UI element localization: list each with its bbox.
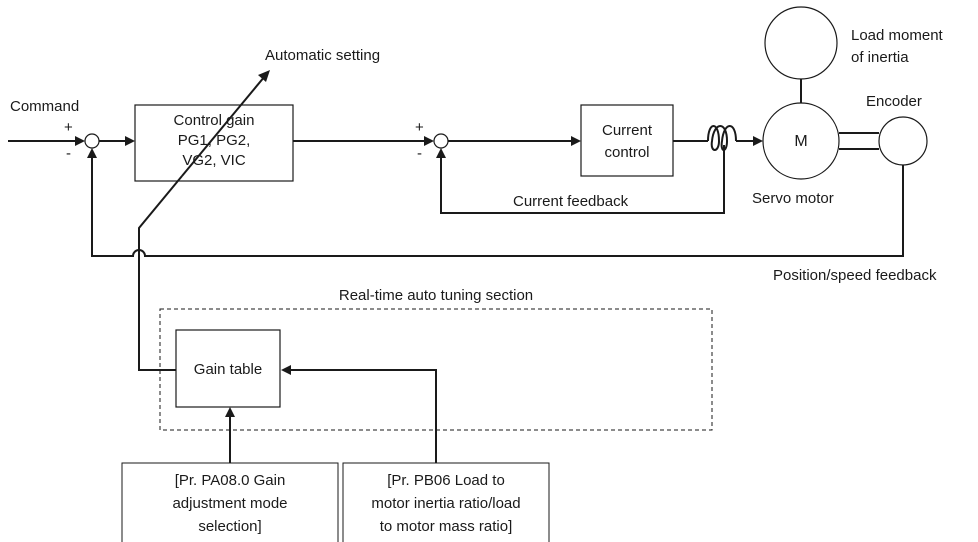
automatic-setting-label: Automatic setting bbox=[265, 47, 380, 64]
summer2-minus-sign: - bbox=[417, 145, 422, 162]
current-control-line-1: Current bbox=[602, 122, 653, 139]
encoder-label: Encoder bbox=[866, 93, 922, 110]
current-feedback-arrowhead bbox=[436, 148, 446, 158]
control-gain-line-1: Control gain bbox=[174, 112, 255, 129]
position-feedback-arrowhead bbox=[87, 148, 97, 158]
motor-letter: M bbox=[794, 133, 807, 150]
position-speed-feedback-label: Position/speed feedback bbox=[773, 267, 937, 284]
param-pb06-line-2: motor inertia ratio/load bbox=[371, 495, 520, 512]
gain-table-block bbox=[175, 329, 281, 408]
gain-table-label: Gain table bbox=[194, 361, 262, 378]
current-sensor-coil-icon bbox=[707, 125, 737, 151]
summer1-minus-sign: - bbox=[66, 145, 71, 162]
param-pa08-line-3: selection] bbox=[198, 518, 261, 535]
servo-motor-label: Servo motor bbox=[752, 190, 834, 207]
load-inertia-line-1: Load moment bbox=[851, 27, 944, 44]
param-pb06-line-1: [Pr. PB06 Load to bbox=[387, 472, 505, 489]
realtime-tuning-section-label: Real-time auto tuning section bbox=[339, 287, 533, 304]
summer1-plus-sign: + bbox=[64, 119, 73, 136]
control-gain-line-3: VG2, VIC bbox=[182, 152, 246, 169]
gain-table-to-control-gain-line bbox=[138, 175, 183, 371]
summer1-to-gain-arrow bbox=[99, 136, 135, 146]
command-arrow bbox=[8, 136, 85, 146]
current-control-block bbox=[580, 104, 674, 177]
load-inertia-line-2: of inertia bbox=[851, 49, 909, 66]
summing-junction-2 bbox=[433, 133, 449, 149]
automatic-setting-arrow bbox=[181, 70, 270, 177]
pa08-to-gain-table-arrow bbox=[225, 407, 235, 463]
control-gain-line-2: PG1, PG2, bbox=[178, 132, 251, 149]
param-pa08-line-2: adjustment mode bbox=[172, 495, 287, 512]
param-pa08-box bbox=[121, 462, 339, 542]
pb06-to-gain-table-arrow bbox=[281, 365, 437, 463]
param-pb06-line-3: to motor mass ratio] bbox=[380, 518, 513, 535]
current-control-to-motor-line bbox=[673, 125, 763, 151]
current-control-line-2: control bbox=[604, 144, 649, 161]
current-feedback-line bbox=[440, 145, 725, 214]
encoder-coupling-shaft bbox=[839, 132, 879, 150]
encoder-circle bbox=[878, 116, 928, 166]
control-gain-block bbox=[134, 104, 294, 182]
param-pa08-line-1: [Pr. PA08.0 Gain bbox=[175, 472, 286, 489]
summer2-to-current-control-arrow bbox=[448, 136, 581, 146]
summer2-plus-sign: + bbox=[415, 119, 424, 136]
summing-junction-1 bbox=[84, 133, 100, 149]
load-inertia-circle bbox=[764, 6, 838, 80]
gain-to-summer2-arrow bbox=[293, 136, 434, 146]
param-pb06-box bbox=[342, 462, 550, 542]
command-label: Command bbox=[10, 98, 79, 115]
current-feedback-label: Current feedback bbox=[513, 193, 629, 210]
